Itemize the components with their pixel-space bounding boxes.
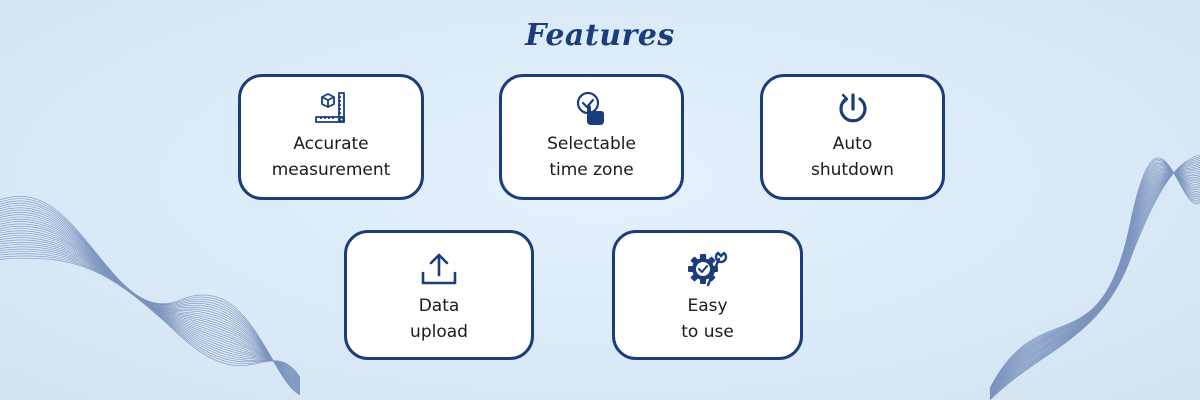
feature-label: Auto shutdown (811, 134, 894, 180)
power-icon (838, 93, 867, 123)
feature-card-easy-to-use: Easy to use (612, 230, 803, 360)
feature-label: Selectable time zone (547, 134, 636, 180)
feature-label: Easy to use (681, 296, 734, 342)
feature-card-selectable-time-zone: Selectable time zone (499, 74, 684, 200)
feature-card-data-upload: Data upload (344, 230, 534, 360)
feature-label: Data upload (410, 296, 468, 342)
feature-label: Accurate measurement (271, 134, 391, 180)
gear-wrench-check-icon (687, 251, 727, 287)
decorative-wave-right (989, 154, 1200, 400)
measurement-ruler-cube-icon (315, 92, 345, 123)
decorative-wave-left (0, 196, 300, 396)
feature-card-auto-shutdown: Auto shutdown (760, 74, 945, 200)
feature-card-accurate-measurement: Accurate measurement (238, 74, 424, 200)
tap-check-icon (576, 91, 604, 125)
upload-icon (421, 253, 457, 285)
page-title: Features (525, 18, 675, 53)
